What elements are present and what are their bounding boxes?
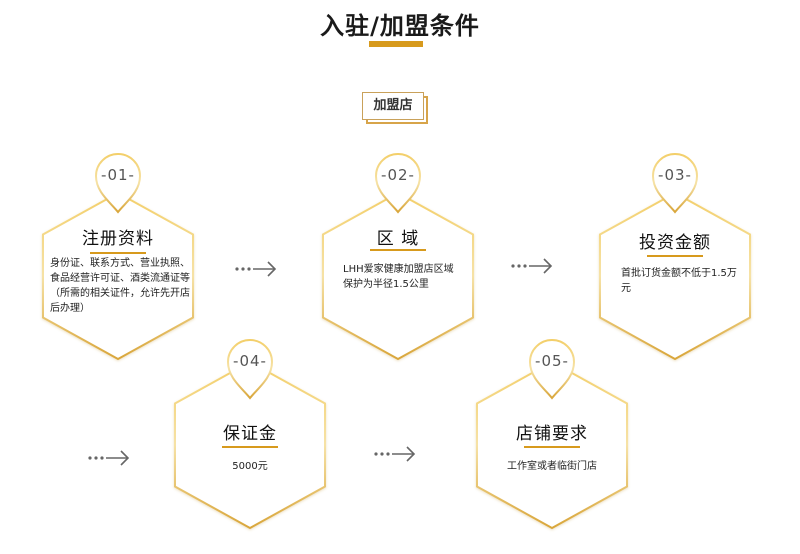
step-number-tag: -04- bbox=[233, 352, 267, 370]
step-title: 保证金 bbox=[223, 424, 277, 444]
step-number-tag: -05- bbox=[535, 352, 569, 370]
step-hexagon bbox=[174, 360, 326, 530]
step-description: LHH爱家健康加盟店区域保护为半径1.5公里 bbox=[343, 264, 454, 290]
step-description: 5000元 bbox=[232, 461, 268, 472]
step-number-tag: -02- bbox=[381, 166, 415, 184]
step-hexagon bbox=[42, 191, 194, 361]
step-number-tag: -01- bbox=[101, 166, 135, 184]
step-title-underline bbox=[90, 252, 146, 254]
badge-frame-front bbox=[362, 92, 424, 120]
dots-arrow-icon bbox=[374, 446, 416, 462]
category-badge: 加盟店 bbox=[362, 92, 428, 124]
step-title-underline bbox=[370, 249, 426, 251]
step-title-underline bbox=[524, 446, 580, 448]
step-hexagon bbox=[322, 191, 474, 361]
map-pin-icon bbox=[374, 153, 422, 214]
step-description: 首批订货金额不低于1.5万元 bbox=[621, 268, 737, 294]
title-underline bbox=[369, 41, 423, 47]
step-description: 身份证、联系方式、营业执照、食品经营许可证、酒类流通证等（所需的相关证件，允许先… bbox=[50, 258, 190, 314]
page-title: 入驻/加盟条件 bbox=[320, 12, 480, 40]
map-pin-icon bbox=[528, 339, 576, 400]
step-title: 注册资料 bbox=[82, 229, 154, 249]
step-title: 区 域 bbox=[376, 229, 420, 249]
dots-arrow-icon bbox=[511, 258, 553, 274]
step-number-tag: -03- bbox=[658, 166, 692, 184]
map-pin-icon bbox=[94, 153, 142, 214]
step-title: 店铺要求 bbox=[516, 424, 588, 444]
step-hexagon bbox=[599, 191, 751, 361]
map-pin-icon bbox=[226, 339, 274, 400]
step-title: 投资金额 bbox=[639, 233, 711, 253]
dots-arrow-icon bbox=[88, 450, 130, 466]
step-title-underline bbox=[647, 255, 703, 257]
step-title-underline bbox=[222, 446, 278, 448]
map-pin-icon bbox=[651, 153, 699, 214]
dots-arrow-icon bbox=[235, 261, 277, 277]
step-description: 工作室或者临街门店 bbox=[507, 461, 597, 472]
step-hexagon bbox=[476, 360, 628, 530]
badge-label: 加盟店 bbox=[373, 98, 413, 113]
